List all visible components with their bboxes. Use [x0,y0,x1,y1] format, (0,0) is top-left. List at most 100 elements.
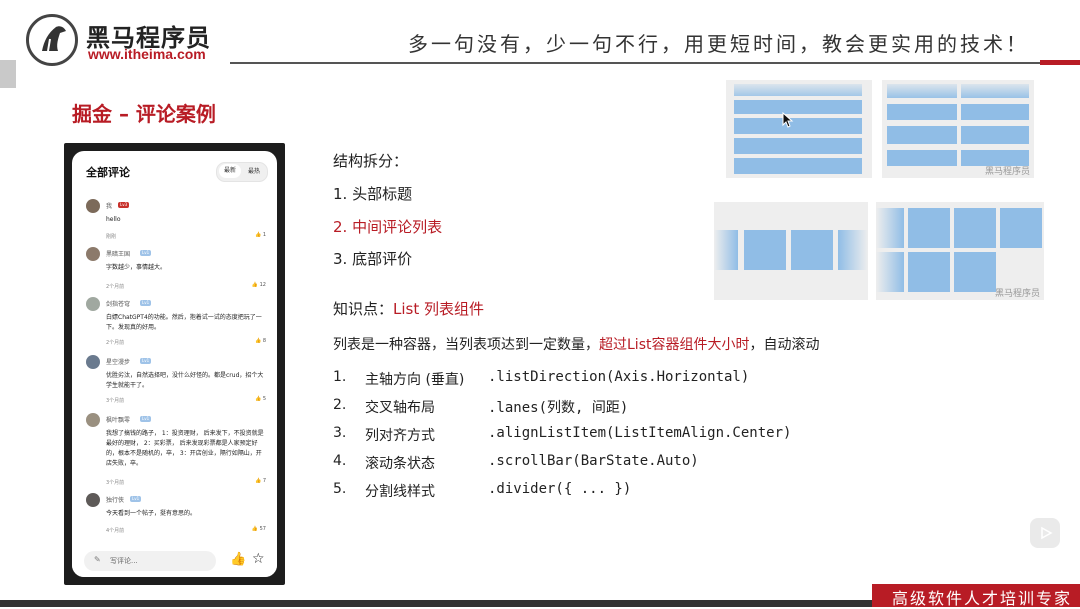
prop-number: 1. [333,369,347,385]
list-item-block [961,150,1029,166]
list-item-block [961,104,1029,120]
star-icon[interactable]: ☆ [252,551,265,567]
thumbs-up-icon: 👍 [251,282,259,288]
comment-item: 黑暗王国 Lv1 字数越少，事情越大。 2个月前 👍 12 [86,247,266,293]
list-item-block [954,208,996,248]
structure-item-footer: 3. 底部评价 [333,250,413,268]
comment-time: 3个月前 [106,480,125,486]
list-item-block [887,126,957,144]
list-item-block [838,230,868,270]
play-button[interactable] [1030,518,1060,548]
desc-suffix: ，自动滚动 [749,337,820,353]
level-badge: Lv1 [130,496,142,502]
avatar [86,493,100,507]
footer-badge [872,584,1080,607]
list-item-block [734,118,862,134]
comment-time: 2个月前 [106,284,125,290]
prop-number: 3. [333,425,347,441]
lanes-list-diagram: 黑马程序员 [882,80,1034,178]
comment-time: 2个月前 [106,340,125,346]
horizontal-list-diagram [714,202,868,300]
list-item-block [961,126,1029,144]
list-item-block [887,104,957,120]
horizontal-lanes-diagram: 黑马程序员 [876,202,1044,300]
prop-code: .alignListItem(ListItemAlign.Center) [488,425,792,441]
like-count[interactable]: 👍 7 [254,478,266,484]
vertical-list-diagram [726,80,872,178]
thumbs-up-icon[interactable]: 👍 [230,552,247,567]
list-item-block [734,158,862,174]
side-marker [0,60,16,88]
like-count[interactable]: 👍 12 [251,282,266,288]
list-description: 列表是一种容器，当列表项达到一定数量，超过List容器组件大小时，自动滚动 [333,334,819,354]
level-badge: Lv1 [140,250,152,256]
avatar [86,199,100,213]
page-title: 掘金 – 评论案例 [72,102,216,126]
slogan: 多一句没有，少一句不行，用更短时间，教会更实用的技术！ [408,32,1029,56]
comment-author: 枫叶飘零 [106,417,131,424]
knowledge-point: 知识点：List 列表组件 [333,298,484,319]
prop-number: 5. [333,481,347,497]
prop-label: 交叉轴布局 [365,400,435,416]
comment-author: 剑指苍穹 [106,301,131,308]
write-comment-placeholder: 写评论... [110,557,138,565]
knowledge-topic: List 列表组件 [393,300,485,318]
avatar [86,247,100,261]
prop-label: 列对齐方式 [365,428,435,444]
prop-label: 主轴方向 (垂直) [365,372,465,388]
prop-number: 2. [333,397,347,413]
list-item-block [744,230,786,270]
logo-emblem [26,14,78,66]
header-accent [1040,60,1080,65]
diagram-watermark: 黑马程序员 [984,167,1030,177]
avatar [86,355,100,369]
thumbs-up-icon: 👍 [254,478,262,484]
like-count[interactable]: 👍 57 [251,526,266,532]
list-item-block [876,252,904,292]
level-badge: Lv1 [140,416,152,422]
comment-text: 我想了搞钱的路子， 1：投资理财， 后来发下，不投资就是最好的理财， 2：买彩票… [106,430,264,467]
avatar [86,413,100,427]
cursor-icon [782,112,794,128]
like-count[interactable]: 👍 5 [254,396,266,402]
like-count[interactable]: 👍 1 [254,232,266,238]
comment-text: 字数越少，事情越大。 [106,264,167,271]
list-item-block [791,230,833,270]
tab-latest[interactable]: 最新 [219,164,241,178]
pencil-icon: ✎ [94,555,101,564]
like-count[interactable]: 👍 8 [254,338,266,344]
desc-highlight: 超过List容器组件大小时 [599,337,750,353]
horse-icon [42,26,66,52]
sort-toggle[interactable]: 最新 最热 [216,162,268,182]
footer-bar [0,600,1080,607]
thumbs-up-icon: 👍 [254,232,262,238]
list-item-block [1000,208,1042,248]
write-comment-input[interactable]: ✎ 写评论... [84,551,216,571]
knowledge-label: 知识点： [333,300,394,318]
play-icon [1041,526,1053,540]
comment-item: 剑指苍穹 Lv1 白嫖ChatGPT4的功能。然后，抱着试一试的态度把玩了一下。… [86,297,266,353]
comment-input-bar: ✎ 写评论... 👍 ☆ [72,549,277,577]
tab-hot[interactable]: 最热 [247,168,260,175]
comments-title: 全部评论 [86,166,130,179]
list-item-block [734,100,862,114]
comment-time: 3个月前 [106,398,125,404]
diagram-watermark: 黑马程序员 [994,289,1040,299]
level-badge: Lv1 [140,358,152,364]
prop-label: 分割线样式 [365,484,435,500]
prop-code: .lanes(列数, 间距) [488,400,629,416]
phone-mockup: 全部评论 最新 最热 我 Lv3 hello 刚刚 👍 1 黑暗王国 Lv1 字… [64,143,285,585]
list-item-block [714,230,738,270]
level-badge: Lv3 [118,202,130,208]
avatar [86,297,100,311]
comment-item: 枫叶飘零 Lv1 我想了搞钱的路子， 1：投资理财， 后来发下，不投资就是最好的… [86,413,266,491]
header-divider [230,62,1080,64]
prop-label: 滚动条状态 [365,456,435,472]
list-item-block [908,208,950,248]
list-item-block [734,138,862,154]
list-item-block [954,252,996,292]
comment-author: 黑暗王国 [106,251,131,258]
comment-text: 白嫖ChatGPT4的功能。然后，抱着试一试的态度把玩了一下。发现真的好用。 [106,314,262,331]
comment-author: 我 [106,203,113,210]
comment-author: 星空漫步 [106,359,131,366]
